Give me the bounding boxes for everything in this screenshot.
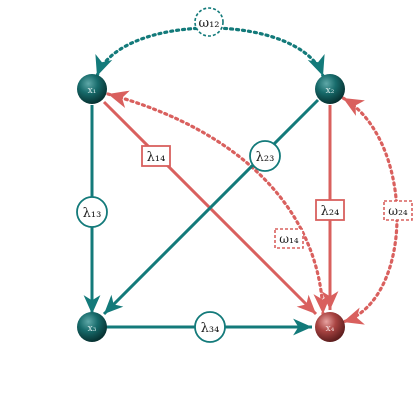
label-omega24: ω₂₄ [383, 200, 413, 221]
node-x4-label: x₄ [326, 324, 335, 334]
label-lambda23-text: λ₂₃ [256, 150, 275, 165]
label-lambda14-text: λ₁₄ [147, 150, 166, 165]
node-x3-label: x₃ [88, 324, 97, 334]
label-omega12-text: ω₁₂ [198, 16, 219, 31]
node-x3: x₃ [77, 312, 107, 342]
label-omega14-text: ω₁₄ [279, 232, 299, 246]
label-lambda24-text: λ₂₄ [321, 204, 340, 219]
label-lambda34-text: λ₃₄ [201, 321, 220, 336]
node-x1-label: x₁ [88, 86, 97, 96]
label-lambda13-text: λ₁₃ [83, 206, 102, 221]
label-lambda24: λ₂₄ [315, 199, 345, 221]
label-lambda23: λ₂₃ [249, 140, 281, 172]
node-x2-label: x₂ [326, 86, 335, 96]
label-omega12: ω₁₂ [194, 7, 224, 37]
node-x4: x₄ [315, 312, 345, 342]
label-lambda34: λ₃₄ [194, 311, 226, 343]
label-lambda14: λ₁₄ [141, 145, 171, 167]
edge-lambda23 [102, 98, 320, 316]
edge-omega14 [106, 90, 332, 316]
label-lambda13: λ₁₃ [76, 196, 108, 228]
node-x1: x₁ [77, 74, 107, 104]
node-x2: x₂ [315, 74, 345, 104]
label-omega24-text: ω₂₄ [388, 204, 408, 218]
label-omega14: ω₁₄ [274, 228, 304, 249]
